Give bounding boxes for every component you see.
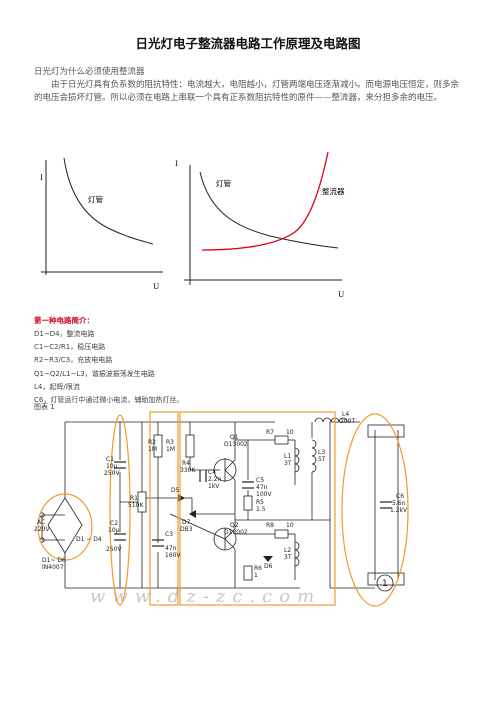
l3-value: 5T — [318, 456, 326, 463]
list-item: D1~D4，整流电路 — [34, 330, 95, 338]
c3-value: 47n — [165, 545, 177, 552]
lamp-iv-graph: I U 灯管 — [40, 157, 163, 290]
inductor-symbols — [294, 417, 348, 567]
figure-label: 图表 1 — [34, 403, 55, 411]
lamp-filament-top — [367, 424, 405, 438]
ballast-curve-label: 整流器 — [322, 186, 345, 196]
diode-part-label: IN4007 — [42, 564, 64, 571]
r2-value: 1M — [148, 446, 157, 453]
x-axis-label: U — [338, 290, 344, 298]
c1-name: C1 — [106, 456, 114, 463]
section-heading: 日光灯为什么必须使用整流器 — [34, 67, 145, 77]
c3-name: C3 — [165, 531, 173, 538]
circuit-intro-list: D1~D4，整流电路 C1~C2/R1，稳压电路 R2~R3/C3，充放电电路 … — [34, 328, 183, 407]
bridge-rectifier — [47, 497, 83, 554]
transistor-q1 — [213, 458, 237, 482]
lamp-filament-bottom — [367, 572, 405, 586]
q2-part: D13002 — [224, 529, 248, 536]
c5-value: 47n — [256, 484, 268, 491]
c3-voltage: 160V — [165, 552, 181, 559]
list-item: C6，灯管运行中通过微小电流，辅助加热灯丝。 — [34, 396, 184, 405]
l2-value: 3T — [284, 554, 292, 561]
d6-label: D6 — [264, 563, 273, 570]
r3-value: 1M — [166, 446, 175, 453]
r1-name: R1 — [130, 495, 138, 502]
r6-name: R6 — [254, 565, 262, 572]
lamp-ballast-graph: I U 灯管 整流器 — [175, 151, 345, 298]
lamp-curve — [63, 157, 154, 245]
lamp-curve — [199, 171, 339, 249]
lamp-curve-label: 灯管 — [216, 178, 231, 188]
r2-name: R2 — [148, 439, 156, 446]
wiring — [41, 421, 399, 589]
list-item: Q1~Q2/L1~L3，谐振波振荡发生电路 — [34, 369, 155, 378]
r5-name: R5 — [256, 499, 264, 506]
page-title: 日光灯电子整流器电路工作原理及电路图 — [135, 36, 361, 51]
c6-value: 5.6n — [392, 500, 406, 507]
bridge-label: D1 ~ D4 — [76, 536, 102, 543]
d7-name: D7 — [182, 519, 191, 526]
l2-name: L2 — [284, 547, 291, 554]
r8-value: 10 — [286, 522, 294, 529]
c1-voltage: 250V — [104, 470, 120, 477]
ac-voltage-label: 220V — [34, 526, 50, 533]
capacitor-symbols — [114, 461, 392, 547]
lamp-curve-label: 灯管 — [88, 194, 103, 204]
r4-value: 330K — [180, 467, 196, 474]
marker-number: 1 — [382, 579, 388, 589]
c5-voltage: 100V — [256, 491, 272, 498]
l1-name: L1 — [284, 453, 291, 460]
r8-name: R8 — [266, 522, 274, 529]
r4-name: R4 — [182, 460, 190, 467]
c2-value: 10μ — [108, 527, 120, 534]
l3-name: L3 — [318, 449, 325, 456]
watermark: www.dz-zc.com — [90, 586, 321, 607]
oscillator-highlight — [179, 411, 336, 606]
r6-value: 1 — [254, 572, 258, 579]
ac-label: AC — [37, 519, 45, 526]
lamp-highlight — [341, 413, 409, 607]
l4-name: L4 — [342, 411, 349, 418]
r1-value: 510K — [128, 502, 144, 509]
c2-voltage: 250V — [106, 546, 122, 553]
c4-voltage: 1kV — [208, 483, 220, 490]
list-item: R2~R3/C3，充放电电路 — [34, 356, 113, 365]
c6-name: C6 — [396, 493, 404, 500]
c1-value: 10μ — [106, 463, 118, 470]
q1-name: Q1 — [230, 434, 239, 441]
filter-cap-highlight — [109, 414, 131, 606]
r7-value: 10 — [286, 429, 294, 436]
ballast-curve — [201, 151, 329, 251]
x-axis-label: U — [153, 282, 159, 290]
q1-part: D13002 — [224, 441, 248, 448]
d5-label: D5 — [171, 487, 180, 494]
l1-value: 3T — [284, 460, 292, 467]
c6-voltage: 1.2kV — [390, 507, 408, 514]
l4-value: 200T — [340, 418, 355, 425]
bridge-highlight — [37, 493, 93, 561]
charge-circuit-highlight — [149, 411, 179, 606]
r7-name: R7 — [266, 429, 274, 436]
c5-name: C5 — [256, 477, 264, 484]
y-axis-label: I — [40, 173, 43, 182]
r3-name: R3 — [166, 439, 174, 446]
list-item: C1~C2/R1，稳压电路 — [34, 343, 106, 352]
marker-circle — [376, 574, 394, 592]
resistor-symbols — [137, 434, 289, 581]
diode-range-label: D1~ D6 — [42, 557, 66, 564]
circuit-intro-title: 第一种电路简介： — [34, 316, 94, 325]
list-item: L4，起辉/限流 — [34, 382, 80, 391]
ballast-schematic: www.dz-zc.com — [34, 411, 409, 607]
r5-value: 1.5 — [256, 506, 266, 513]
c4-name: C4 — [208, 469, 216, 476]
y-axis-label: I — [175, 159, 178, 168]
c2-name: C2 — [110, 520, 118, 527]
transistor-q2 — [213, 527, 237, 551]
intro-paragraph: 由于日光灯具有负系数的阻抗特性：电流越大，电阻越小，灯管两端电压逐渐减小。而电源… — [34, 80, 460, 103]
d7-value: DB3 — [180, 526, 193, 533]
c4-value: 2.2n — [208, 476, 222, 483]
q2-name: Q2 — [230, 522, 239, 529]
